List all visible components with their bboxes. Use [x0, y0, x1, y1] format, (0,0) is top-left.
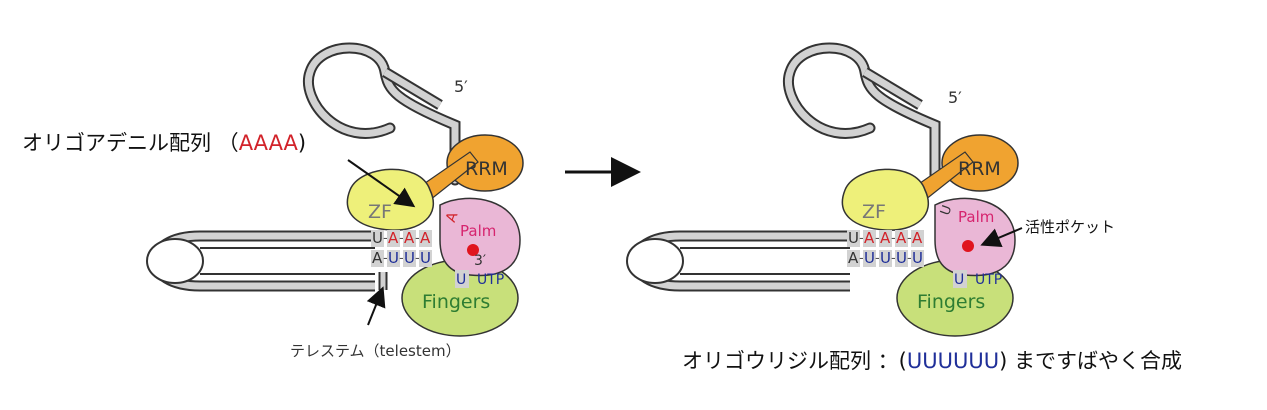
base-link: -	[891, 251, 896, 266]
left-oligo-arrow	[347, 159, 416, 208]
base-letter: A	[896, 229, 907, 247]
base-letter: A	[848, 249, 859, 267]
base-link: -	[383, 231, 388, 246]
right-rrm-label: RRM	[958, 158, 1001, 180]
base-tile	[387, 230, 400, 247]
base-tile	[419, 250, 432, 267]
telestem-arrow	[366, 286, 386, 326]
base-letter: U	[896, 249, 907, 267]
left-utp-label: UTP	[477, 272, 504, 288]
right-zf-label: ZF	[862, 201, 886, 223]
right-zf-domain	[841, 168, 930, 231]
base-letter: U	[420, 249, 431, 267]
right-utp-base: U	[954, 272, 964, 288]
base-tile	[863, 230, 876, 247]
base-link: -	[907, 231, 912, 246]
left-active-site-dot	[467, 244, 479, 256]
left-zf-domain	[346, 168, 435, 231]
base-letter: A	[388, 229, 399, 247]
left-top-strand: U-A-A-A	[371, 229, 432, 247]
active-site-label: 活性ポケット	[1025, 218, 1115, 236]
base-tile	[847, 250, 860, 267]
base-tile	[403, 230, 416, 247]
left-utp-base: U	[456, 272, 466, 288]
base-link: -	[399, 231, 404, 246]
base-link: -	[875, 231, 880, 246]
base-letter: A	[912, 229, 923, 247]
right-palm-domain	[934, 197, 1016, 277]
right-panel: U-A-A-A-A A-U-U-U-U U RRM ZF Palm Finger…	[626, 42, 1182, 373]
base-letter: A	[880, 229, 891, 247]
base-link: -	[859, 231, 864, 246]
base-tile	[371, 250, 384, 267]
right-caption: オリゴウリジル配列 ：(UUUUUU) まですばやく合成	[682, 349, 1182, 373]
base-letter: A	[372, 249, 383, 267]
base-link: -	[859, 251, 864, 266]
left-five-prime-label: 5′	[454, 77, 468, 96]
base-link: -	[383, 251, 388, 266]
left-three-prime-label: 3′	[474, 253, 486, 269]
base-tile	[911, 250, 924, 267]
right-rrm-domain	[941, 134, 1019, 192]
right-bottom-strand: A-U-U-U-U	[847, 249, 924, 267]
left-palm-domain	[439, 197, 521, 277]
left-oligo-label: オリゴアデニル配列 （AAAA)	[22, 131, 306, 155]
base-tile	[847, 230, 860, 247]
base-link: -	[399, 251, 404, 266]
right-palm-label: Palm	[958, 208, 994, 226]
base-letter: U	[912, 249, 923, 267]
base-letter: U	[864, 249, 875, 267]
right-top-strand: U-A-A-A-A	[847, 229, 924, 247]
base-letter: U	[404, 249, 415, 267]
right-fingers-label: Fingers	[917, 291, 985, 313]
right-five-prime-label: 5′	[948, 88, 962, 107]
left-zf-label: ZF	[368, 201, 392, 223]
base-letter: U	[880, 249, 891, 267]
base-tile	[879, 230, 892, 247]
left-fingers-label: Fingers	[422, 291, 490, 313]
active-site-arrow	[980, 227, 1023, 248]
base-letter: U	[388, 249, 399, 267]
base-link: -	[875, 251, 880, 266]
left-panel: U-A-A-A A-U-U-U A RRM ZF Palm Fingers 3′…	[22, 42, 524, 360]
base-link: -	[907, 251, 912, 266]
base-tile	[419, 230, 432, 247]
base-link: -	[891, 231, 896, 246]
right-utp-label: UTP	[975, 272, 1002, 288]
base-letter: U	[848, 229, 859, 247]
base-letter: A	[420, 229, 431, 247]
base-letter: A	[864, 229, 875, 247]
base-tile	[403, 250, 416, 267]
base-tile	[879, 250, 892, 267]
right-active-site-dot	[962, 240, 974, 252]
base-link: -	[415, 231, 420, 246]
base-link: -	[415, 251, 420, 266]
base-tile	[371, 230, 384, 247]
base-tile	[387, 250, 400, 267]
right-rna-backbone	[626, 42, 941, 292]
left-palm-label: Palm	[460, 222, 496, 240]
base-tile	[895, 230, 908, 247]
base-letter: U	[372, 229, 383, 247]
base-tile	[895, 250, 908, 267]
telestem-label: テレステム（telestem）	[290, 342, 461, 360]
left-rrm-domain	[446, 134, 524, 192]
left-rrm-label: RRM	[465, 158, 508, 180]
base-letter: A	[404, 229, 415, 247]
base-tile	[863, 250, 876, 267]
left-rna-backbone	[146, 42, 461, 292]
left-bottom-strand: A-U-U-U	[371, 249, 432, 267]
base-tile	[911, 230, 924, 247]
